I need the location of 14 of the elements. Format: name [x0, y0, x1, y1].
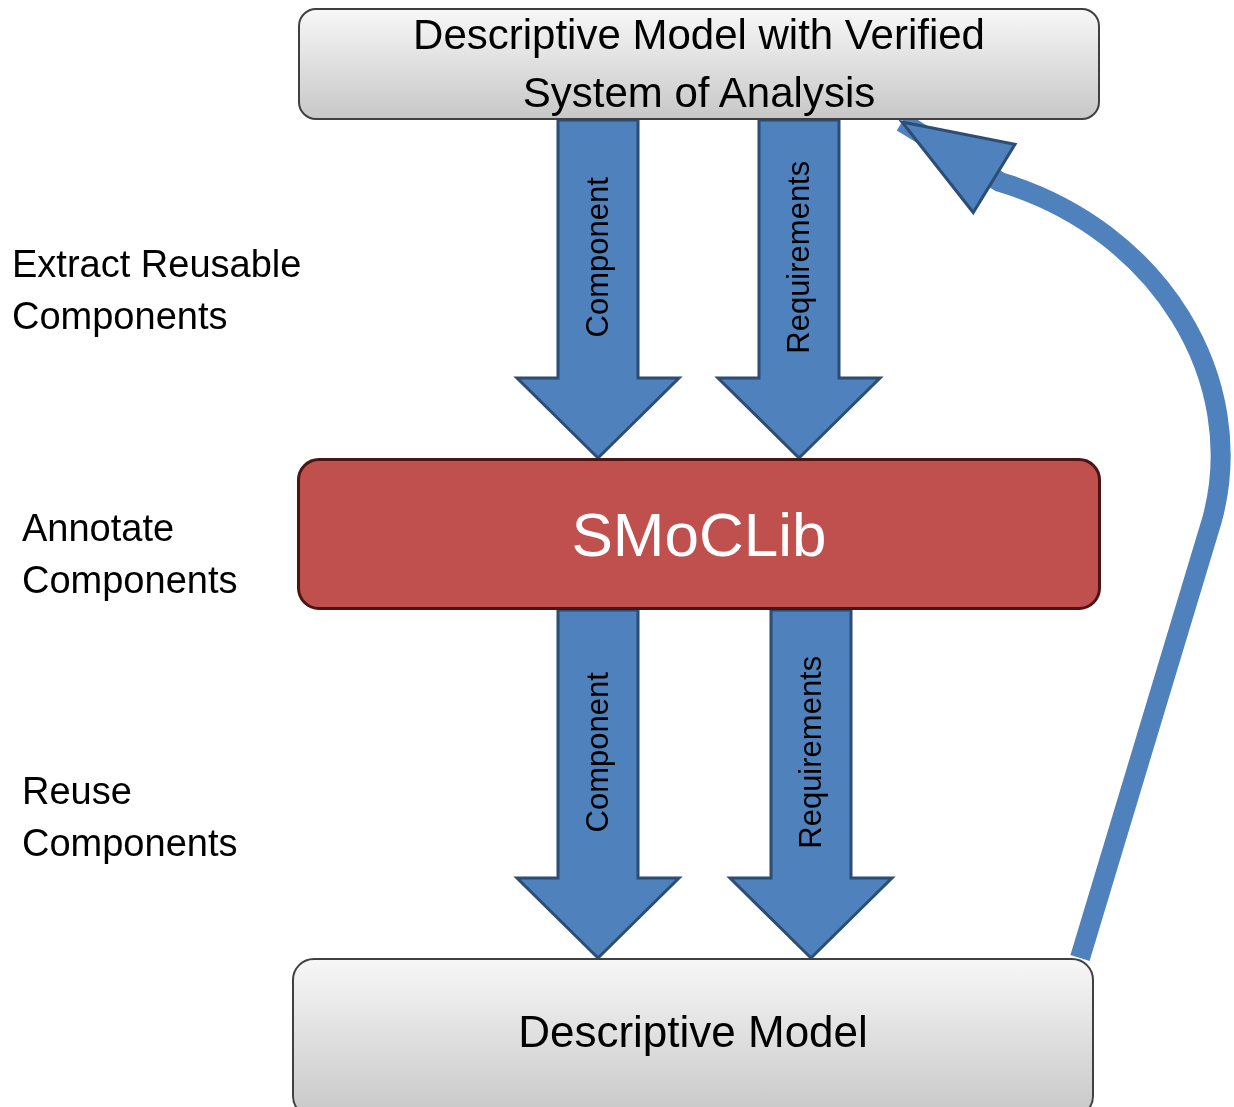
library-box: SMoCLib	[297, 458, 1101, 610]
step-label: Reuse Components	[22, 769, 239, 866]
edge-label: Requirements	[779, 160, 817, 354]
step-label: Annotate Components	[22, 506, 239, 603]
block-arrow	[513, 608, 683, 961]
step-label: Extract Reusable Components	[12, 242, 303, 339]
block-arrow	[714, 118, 884, 461]
process-box: Descriptive Model with Verified System of Analysis	[298, 8, 1100, 120]
edge-label: Component	[578, 176, 616, 338]
process-box: Descriptive Model	[292, 958, 1094, 1107]
edge-label: Requirements	[791, 655, 829, 849]
block-arrow	[726, 608, 896, 961]
block-arrow	[513, 118, 683, 461]
edge-label: Component	[578, 671, 616, 833]
